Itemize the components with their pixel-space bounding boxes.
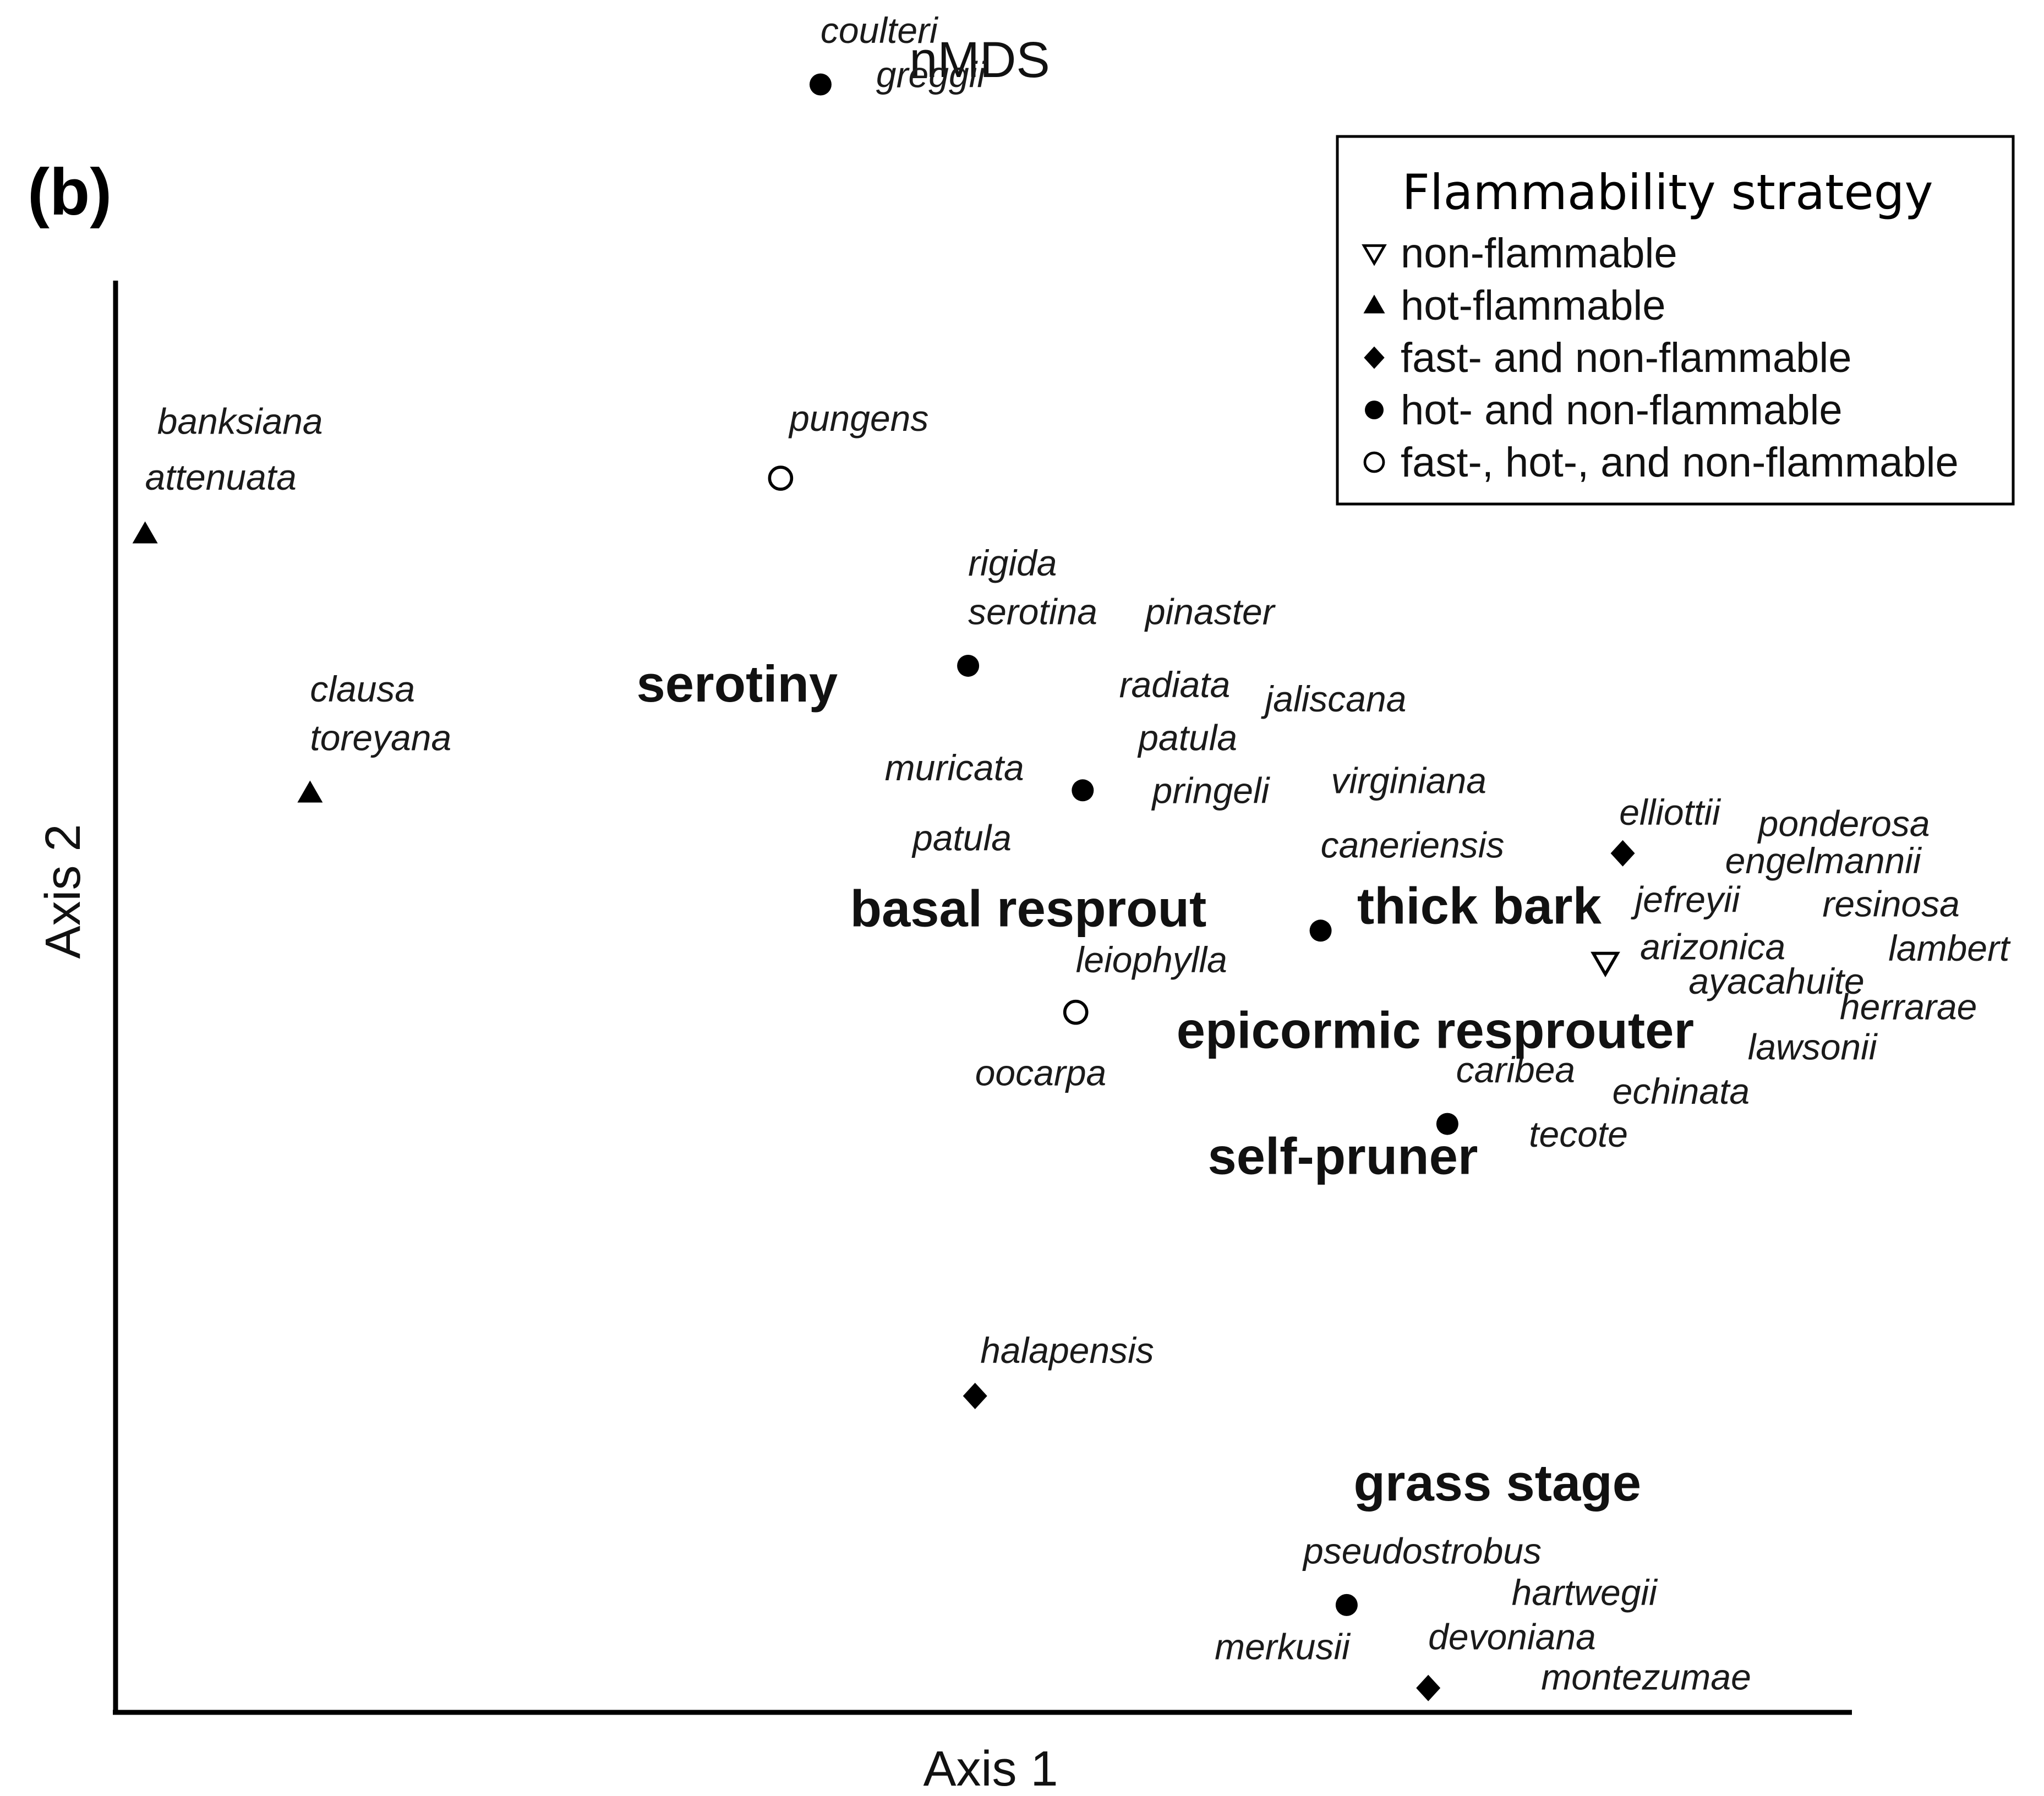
species-label: devoniana [1428, 1617, 1596, 1657]
species-label: rigida [968, 543, 1057, 583]
species-label: pungens [788, 398, 928, 439]
species-label: patula [1137, 717, 1237, 758]
legend-marker [1363, 451, 1385, 473]
trait-label: self-pruner [1207, 1127, 1478, 1185]
species-label: serotina [968, 591, 1097, 632]
species-label: jefreyii [1631, 879, 1741, 919]
legend-entry-label: hot- and non-flammable [1401, 387, 1843, 434]
y-axis-label: Axis 2 [36, 824, 91, 959]
species-label: lambert [1888, 928, 2011, 968]
legend-entry-label: hot-flammable [1401, 282, 1666, 329]
legend-entry-label: fast-, hot-, and non-flammable [1401, 439, 1959, 486]
species-label: jaliscana [1261, 678, 1407, 719]
x-axis-label: Axis 1 [923, 1742, 1058, 1796]
data-point [297, 780, 323, 803]
species-label: clausa [310, 669, 415, 709]
data-point [1335, 1594, 1358, 1616]
legend-marker [1363, 294, 1385, 314]
panel-label: (b) [28, 155, 112, 229]
data-point [768, 466, 794, 491]
legend-box [1336, 135, 2015, 506]
species-label: coulteri [821, 10, 939, 51]
species-label: patula [911, 818, 1012, 858]
trait-label: serotiny [637, 655, 838, 713]
data-point [963, 1382, 987, 1409]
legend-entry-label: fast- and non-flammable [1401, 335, 1852, 381]
species-label: engelmannii [1725, 840, 1922, 881]
legend-entries: non-flammable hot-flammable fast- and non-… [1362, 230, 1959, 486]
species-label: pseudostrobus [1302, 1530, 1542, 1571]
data-point [1309, 919, 1332, 942]
data-point [132, 521, 158, 544]
species-label: arizonica [1640, 926, 1785, 967]
species-label: banksiana [157, 401, 323, 441]
data-point [1436, 1113, 1458, 1135]
species-label: tecote [1529, 1114, 1628, 1154]
species-label: resinosa [1822, 883, 1959, 924]
species-label: pringeli [1151, 770, 1271, 811]
trait-label: grass stage [1354, 1454, 1642, 1512]
species-label: halapensis [980, 1330, 1154, 1371]
legend-marker [1365, 401, 1384, 419]
species-label: herrarae [1840, 987, 1977, 1027]
species-label: ponderosa [1757, 803, 1930, 844]
legend-title: Flammability strategy [1402, 164, 1933, 221]
trait-label: basal resprout [850, 880, 1207, 938]
species-label: ayacahuite [1688, 961, 1864, 1001]
species-label: merkusii [1215, 1627, 1351, 1667]
species-label: echinata [1613, 1071, 1750, 1111]
data-point [1072, 779, 1094, 802]
chart-title: nMDS [909, 32, 1050, 88]
species-label: elliottii [1619, 792, 1721, 833]
trait-label: epicormic resprouter [1177, 1001, 1694, 1059]
species-label: caribea [1456, 1049, 1575, 1090]
legend-marker [1364, 346, 1385, 369]
species-label: montezumae [1541, 1656, 1751, 1697]
species-label: muricata [885, 747, 1024, 788]
species-label: oocarpa [975, 1052, 1107, 1093]
species-label: greggii [876, 54, 986, 95]
species-label: leiophylla [1076, 939, 1227, 980]
legend-marker [1362, 244, 1387, 266]
data-point [1591, 951, 1620, 978]
legend: Flammability strategy non-flammable hot-f… [1336, 135, 2015, 506]
data-point [809, 73, 832, 96]
trait-label: thick bark [1357, 877, 1602, 934]
data-point [957, 654, 980, 677]
data-point [1610, 840, 1635, 867]
trait-labels: serotiny basal resprout thick bark epicormi… [637, 655, 1695, 1512]
species-label: lawsonii [1748, 1026, 1878, 1067]
species-label: toreyana [310, 717, 451, 758]
species-label: radiata [1119, 664, 1231, 705]
legend-entry-label: non-flammable [1401, 230, 1677, 277]
species-label: attenuata [145, 457, 297, 497]
species-label: caneriensis [1321, 825, 1505, 866]
species-label: virginiana [1331, 760, 1487, 801]
species-label: pinaster [1144, 591, 1276, 632]
species-label: hartwegii [1512, 1572, 1658, 1613]
data-point [1063, 999, 1089, 1025]
data-point [1416, 1674, 1441, 1701]
data-points [132, 73, 1635, 1701]
